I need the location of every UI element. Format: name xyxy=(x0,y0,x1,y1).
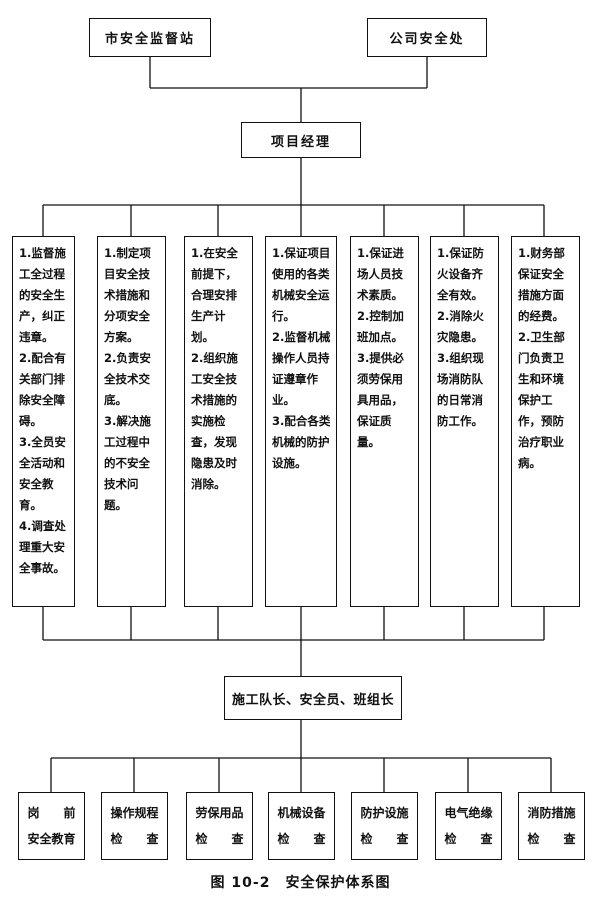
duty-item: 1.保证进场人员技术素质。 xyxy=(357,246,404,302)
duty-item: 4.调查处理重大安全事故。 xyxy=(19,519,66,575)
check-line-2: 检 查 xyxy=(195,832,244,846)
duty-box-production: 1.在安全前提下，合理安排生产计划。 2.组织施工安全技术措施的实施检查，发现隐… xyxy=(184,236,253,607)
check-line-2: 检 查 xyxy=(444,832,493,846)
company-safety-dept-box: 公司安全处 xyxy=(367,18,487,57)
check-line-1: 电气绝缘 xyxy=(444,806,493,820)
check-line-1: 防护设施 xyxy=(360,806,409,820)
check-line-2: 安全教育 xyxy=(27,832,76,846)
duty-item: 1.保证防火设备齐全有效。 xyxy=(437,246,484,302)
check-line-1: 消防措施 xyxy=(527,806,576,820)
check-box-pre-job-education: 岗 前 安全教育 xyxy=(18,792,85,860)
team-leaders-label: 施工队长、安全员、班组长 xyxy=(231,692,394,708)
figure-caption: 图 10-2 安全保护体系图 xyxy=(210,875,391,891)
duty-item: 2.消除火灾隐患。 xyxy=(437,309,484,344)
check-box-protective-facilities: 防护设施 检 查 xyxy=(351,792,418,860)
company-safety-dept-label: 公司安全处 xyxy=(389,32,465,47)
duty-item: 1.监督施工全过程的安全生产，纠正违章。 xyxy=(19,246,66,344)
duty-item: 3.解决施工过程中的不安全技术问题。 xyxy=(104,414,151,512)
check-box-protective-gear: 劳保用品 检 查 xyxy=(186,792,253,860)
check-line-1: 劳保用品 xyxy=(195,806,244,820)
duty-item: 2.控制加班加点。 xyxy=(357,309,404,344)
duty-item: 2.卫生部门负责卫生和环境保护工作，预防治疗职业病。 xyxy=(518,330,565,470)
project-manager-box: 项目经理 xyxy=(241,122,361,158)
check-line-1: 操作规程 xyxy=(110,806,159,820)
duty-item: 2.负责安全技术交底。 xyxy=(104,351,151,407)
duty-box-machinery: 1.保证项目使用的各类机械安全运行。 2.监督机械操作人员持证遵章作业。 3.配… xyxy=(265,236,337,607)
check-box-electrical-insulation: 电气绝缘 检 查 xyxy=(435,792,502,860)
check-line-2: 检 查 xyxy=(110,832,159,846)
check-box-operating-rules: 操作规程 检 查 xyxy=(101,792,168,860)
check-line-1: 机械设备 xyxy=(277,806,326,820)
project-manager-label: 项目经理 xyxy=(270,134,331,150)
duty-item: 1.财务部保证安全措施方面的经费。 xyxy=(518,246,565,323)
duty-box-fire: 1.保证防火设备齐全有效。 2.消除火灾隐患。 3.组织现场消防队的日常消防工作… xyxy=(430,236,499,607)
city-safety-station-label: 市安全监督站 xyxy=(104,32,195,47)
duty-item: 2.配合有关部门排除安全障碍。 xyxy=(19,351,66,428)
duty-item: 1.在安全前提下，合理安排生产计划。 xyxy=(191,246,238,344)
check-line-2: 检 查 xyxy=(360,832,409,846)
duty-box-finance-health: 1.财务部保证安全措施方面的经费。 2.卫生部门负责卫生和环境保护工作，预防治疗… xyxy=(511,236,580,607)
duty-box-technical: 1.制定项目安全技术措施和分项安全方案。 2.负责安全技术交底。 3.解决施工过… xyxy=(97,236,166,607)
duty-item: 3.提供必须劳保用具用品，保证质量。 xyxy=(357,351,404,449)
duty-item: 3.组织现场消防队的日常消防工作。 xyxy=(437,351,484,428)
duty-item: 1.制定项目安全技术措施和分项安全方案。 xyxy=(104,246,151,344)
team-leaders-box: 施工队长、安全员、班组长 xyxy=(224,676,402,720)
duty-item: 2.监督机械操作人员持证遵章作业。 xyxy=(272,330,331,407)
check-box-fire-measures: 消防措施 检 查 xyxy=(518,792,585,860)
duty-item: 3.配合各类机械的防护设施。 xyxy=(272,414,331,470)
check-box-machinery: 机械设备 检 查 xyxy=(268,792,335,860)
check-line-2: 检 查 xyxy=(277,832,326,846)
check-line-1: 岗 前 xyxy=(27,806,76,820)
check-line-2: 检 查 xyxy=(527,832,576,846)
duty-box-supervision: 1.监督施工全过程的安全生产，纠正违章。 2.配合有关部门排除安全障碍。 3.全… xyxy=(12,236,75,607)
city-safety-station-box: 市安全监督站 xyxy=(89,18,211,57)
duty-item: 1.保证项目使用的各类机械安全运行。 xyxy=(272,246,331,323)
duty-item: 2.组织施工安全技术措施的实施检查，发现隐患及时消除。 xyxy=(191,351,238,491)
duty-box-labor: 1.保证进场人员技术素质。 2.控制加班加点。 3.提供必须劳保用具用品，保证质… xyxy=(350,236,419,607)
duty-item: 3.全员安全活动和安全教育。 xyxy=(19,435,66,512)
